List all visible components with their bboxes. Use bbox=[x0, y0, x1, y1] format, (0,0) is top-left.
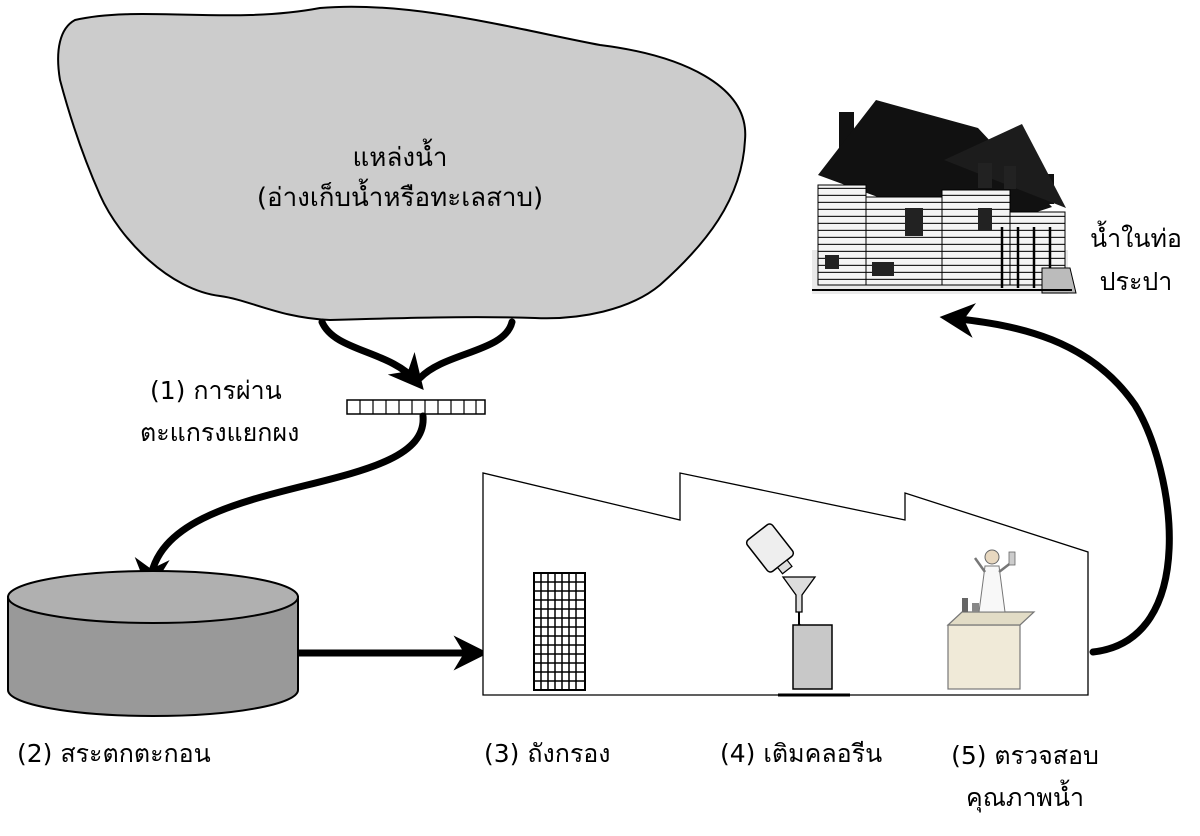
destination-label-line2: ประปา bbox=[1099, 266, 1173, 296]
quality-lab-icon bbox=[946, 549, 1036, 690]
step-3-label-line1: (3) ถังกรอง bbox=[484, 739, 611, 768]
water-source-cloud bbox=[57, 5, 747, 322]
house-icon bbox=[812, 100, 1077, 294]
step-4-label: (4) เติมคลอรีน bbox=[720, 735, 882, 774]
step-2-label-line1: (2) สระตกตะกอน bbox=[17, 739, 211, 768]
screen-grid-icon bbox=[346, 399, 486, 415]
source-outflow-left bbox=[318, 318, 424, 391]
step-5-label-line2: คุณภาพน้ำ bbox=[965, 782, 1085, 812]
water-source-label-line1: แหล่งน้ำ bbox=[352, 143, 448, 173]
step-5-label: (5) ตรวจสอบ คุณภาพน้ำ bbox=[930, 735, 1120, 818]
destination-label: น้ำในท่อ ประปา bbox=[1072, 218, 1200, 303]
step-3-label: (3) ถังกรอง bbox=[484, 735, 611, 774]
water-source-label: แหล่งน้ำ (อ่างเก็บน้ำหรือทะเลสาบ) bbox=[200, 138, 600, 219]
step-1-label: (1) การผ่าน ตะแกรงแยกผง bbox=[140, 370, 299, 453]
water-source-label-line2: (อ่างเก็บน้ำหรือทะเลสาบ) bbox=[256, 183, 544, 214]
step-4-label-line1: (4) เติมคลอรีน bbox=[720, 739, 883, 768]
treatment-plant-building bbox=[482, 472, 1089, 696]
plant-to-house-arrow bbox=[939, 303, 1173, 656]
step-5-label-line1: (5) ตรวจสอบ bbox=[951, 741, 1099, 770]
filter-tank-icon bbox=[533, 572, 586, 691]
step-1-label-line2: ตะแกรงแยกผง bbox=[140, 417, 300, 447]
source-outflow-right bbox=[416, 318, 516, 382]
step-2-label: (2) สระตกตะกอน bbox=[17, 735, 211, 774]
sedimentation-basin-icon bbox=[7, 570, 299, 717]
step-1-label-line1: (1) การผ่าน bbox=[150, 376, 282, 405]
screen-to-basin-arrow bbox=[134, 412, 427, 594]
destination-label-line1: น้ำในท่อ bbox=[1090, 224, 1182, 253]
chlorine-dosing-icon bbox=[745, 523, 850, 697]
